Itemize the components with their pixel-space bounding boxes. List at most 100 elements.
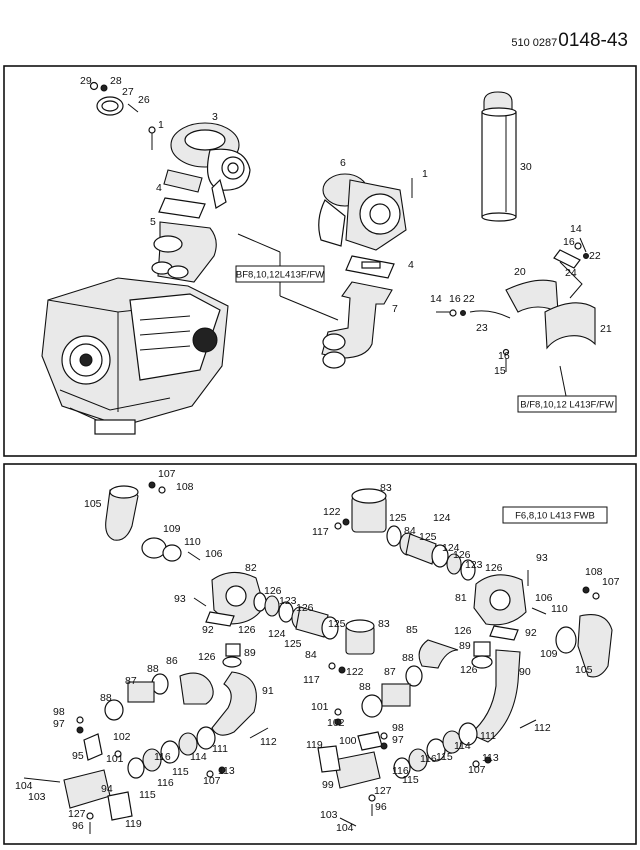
bottom-callout-87: 87: [125, 675, 137, 687]
top-callout-24: 24: [565, 267, 577, 279]
top-callout-6: 6: [340, 157, 346, 169]
bottom-callout-93: 93: [536, 552, 548, 564]
top-callout-5: 5: [150, 216, 156, 228]
engine-block-illustration: [41, 277, 229, 435]
bottom-callout-91: 91: [262, 685, 274, 697]
bottom-callout-92: 92: [525, 627, 537, 639]
bottom-callout-123: 123: [465, 559, 483, 571]
bottom-callout-102: 102: [327, 717, 345, 729]
bottom-callout-109: 109: [540, 648, 558, 660]
bottom-callout-116: 116: [392, 765, 409, 777]
variant-label-box-2: [517, 395, 617, 413]
bottom-callout-124: 124: [268, 628, 286, 640]
bottom-callout-88: 88: [359, 681, 371, 693]
top-callout-16: 16: [449, 293, 461, 305]
top-callout-22: 22: [589, 250, 601, 262]
top-callout-3: 3: [212, 111, 218, 123]
bottom-callout-125: 125: [284, 638, 302, 650]
bottom-callout-115: 115: [436, 751, 453, 763]
bottom-callout-109: 109: [163, 523, 181, 535]
bottom-callout-83: 83: [380, 482, 392, 494]
bottom-callout-82: 82: [245, 562, 257, 574]
bottom-callout-106: 106: [535, 592, 553, 604]
bottom-callout-116: 116: [157, 777, 174, 789]
bottom-callout-124: 124: [442, 542, 460, 554]
top-callout-23: 23: [476, 322, 488, 334]
bottom-callout-99: 99: [322, 779, 334, 791]
top-callout-15: 15: [494, 365, 506, 377]
bottom-callout-107: 107: [203, 775, 221, 787]
bottom-callout-94: 94: [101, 783, 113, 795]
bottom-callout-122: 122: [346, 666, 364, 678]
bottom-callout-96: 96: [72, 820, 84, 832]
bottom-callout-89: 89: [459, 640, 471, 652]
bottom-callout-107: 107: [602, 576, 620, 588]
top-callout-30: 30: [520, 161, 532, 173]
top-panel-frame: [3, 65, 637, 457]
bottom-callout-127: 127: [374, 785, 392, 797]
bottom-callout-108: 108: [585, 566, 603, 578]
bottom-callout-95: 95: [72, 750, 84, 762]
spray-can-illustration: [481, 91, 517, 222]
top-callout-4: 4: [408, 259, 414, 271]
bottom-callout-104: 104: [336, 822, 354, 834]
bottom-callout-126: 126: [453, 549, 471, 561]
bottom-callout-100: 100: [339, 735, 357, 747]
bottom-callout-113: 113: [482, 752, 499, 764]
bottom-callout-115: 115: [172, 766, 189, 778]
top-callout-7: 7: [392, 303, 398, 315]
bottom-panel-frame: [3, 463, 637, 845]
bottom-callout-101: 101: [106, 753, 124, 765]
bottom-callout-107: 107: [158, 468, 176, 480]
bottom-callout-126: 126: [238, 624, 256, 636]
bottom-callout-105: 105: [84, 498, 102, 510]
variant-label-box-1: [235, 265, 325, 283]
bottom-callout-124: 124: [433, 512, 451, 524]
top-callout-28: 28: [110, 75, 122, 87]
bottom-callout-117: 117: [312, 526, 329, 538]
bottom-callout-125: 125: [328, 618, 346, 630]
bottom-callout-92: 92: [202, 624, 214, 636]
variant-label-2: B/F8,10,12 L413F/FW: [520, 400, 613, 411]
bottom-callout-87: 87: [384, 666, 396, 678]
top-callout-26: 26: [138, 94, 150, 106]
bottom-callout-90: 90: [519, 666, 531, 678]
bottom-callout-97: 97: [392, 734, 404, 746]
sheet-number: 0148-43: [558, 30, 628, 51]
bottom-callout-102: 102: [113, 731, 131, 743]
top-callout-21: 21: [600, 323, 612, 335]
bottom-callout-104: 104: [15, 780, 33, 792]
bottom-callout-85: 85: [406, 624, 418, 636]
bottom-callout-126: 126: [460, 664, 478, 676]
variant-label-box-3: [502, 506, 608, 524]
bottom-callout-106: 106: [205, 548, 223, 560]
bottom-callout-111: 111: [480, 730, 496, 742]
bottom-callout-84: 84: [305, 649, 317, 661]
bottom-callout-116: 116: [154, 751, 171, 763]
bottom-callout-127: 127: [68, 808, 86, 820]
bottom-callout-113: 113: [218, 765, 235, 777]
bottom-callout-86: 86: [166, 655, 178, 667]
bottom-callout-88: 88: [147, 663, 159, 675]
bottom-callout-123: 123: [279, 595, 297, 607]
bottom-callout-97: 97: [53, 718, 65, 730]
bottom-callout-103: 103: [320, 809, 338, 821]
bottom-callout-88: 88: [100, 692, 112, 704]
bottom-callout-84: 84: [404, 525, 416, 537]
bottom-callout-125: 125: [419, 531, 437, 543]
variant-label-1: BF8,10,12L413F/FW: [236, 270, 324, 281]
top-callout-14: 14: [430, 293, 442, 305]
top-callout-27: 27: [122, 86, 134, 98]
bottom-callout-110: 110: [184, 536, 201, 548]
bottom-callout-112: 112: [260, 736, 277, 748]
bottom-callout-117: 117: [303, 674, 320, 686]
top-callout-16: 16: [563, 236, 575, 248]
top-callout-16: 16: [498, 350, 510, 362]
bottom-callout-112: 112: [534, 722, 551, 734]
drawing-header: 510 02870148-43: [511, 30, 628, 52]
bottom-callout-126: 126: [198, 651, 216, 663]
bottom-callout-107: 107: [468, 764, 486, 776]
